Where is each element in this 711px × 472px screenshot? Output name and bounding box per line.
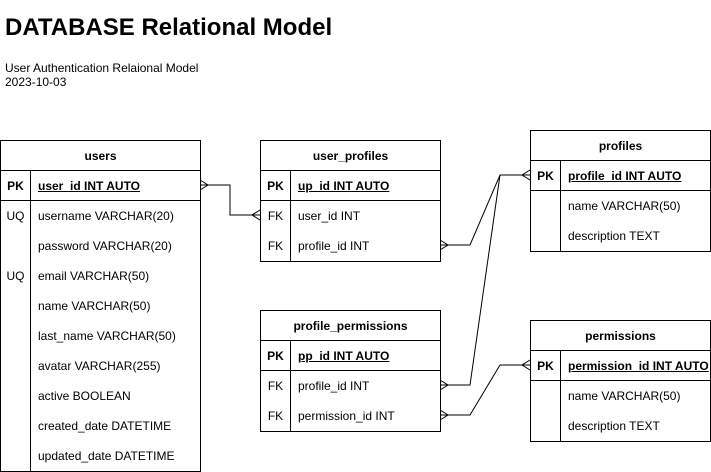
- relation-profile-permissions-profiles: [440, 174, 501, 386]
- field-cell: avatar VARCHAR(255): [38, 359, 161, 373]
- diagram-subtitle: User Authentication Relaional Model 2023…: [5, 61, 198, 89]
- table-row: name VARCHAR(50): [1, 291, 200, 321]
- key-cell: UQ: [1, 201, 31, 231]
- key-cell: FK: [261, 201, 291, 231]
- table-permissions[interactable]: permissions PK permission_id INT AUTO na…: [530, 320, 711, 442]
- key-cell: [531, 191, 561, 221]
- field-cell: user_id INT: [298, 209, 361, 223]
- diagram-title: DATABASE Relational Model: [5, 14, 333, 41]
- key-cell: PK: [261, 171, 291, 200]
- table-row: FK user_id INT: [261, 201, 440, 231]
- relation-user-profiles-profiles: [440, 174, 530, 246]
- field-cell: email VARCHAR(50): [38, 269, 150, 283]
- field-cell: profile_id INT: [298, 379, 370, 393]
- relation-profile-permissions-permissions: [440, 364, 530, 416]
- table-row: PK user_id INT AUTO: [1, 171, 200, 201]
- key-cell: [1, 381, 31, 411]
- key-cell: [1, 351, 31, 381]
- key-cell: [531, 221, 561, 251]
- table-row: last_name VARCHAR(50): [1, 321, 200, 351]
- crowfoot-profile-permissions-permission-end: [439, 409, 449, 421]
- field-cell: username VARCHAR(20): [38, 209, 174, 223]
- key-cell: [531, 381, 561, 411]
- key-cell: PK: [261, 341, 291, 370]
- table-profiles-header: profiles: [531, 131, 710, 161]
- table-row: PK up_id INT AUTO: [261, 171, 440, 201]
- table-users-header: users: [1, 141, 200, 171]
- table-row: FK profile_id INT: [261, 231, 440, 261]
- table-row: created_date DATETIME: [1, 411, 200, 441]
- key-cell: [531, 411, 561, 441]
- field-cell: up_id INT AUTO: [298, 178, 390, 193]
- table-row: PK profile_id INT AUTO: [531, 161, 710, 191]
- field-cell: profile_id INT AUTO: [568, 168, 682, 183]
- key-cell: PK: [531, 161, 561, 190]
- table-users[interactable]: users PK user_id INT AUTO UQ username VA…: [0, 140, 201, 472]
- field-cell: description TEXT: [568, 419, 660, 433]
- table-profiles[interactable]: profiles PK profile_id INT AUTO name VAR…: [530, 130, 711, 252]
- table-row: UQ email VARCHAR(50): [1, 261, 200, 291]
- table-profile-permissions[interactable]: profile_permissions PK pp_id INT AUTO FK…: [260, 310, 441, 432]
- subtitle-text: User Authentication Relaional Model: [5, 61, 199, 75]
- crowfoot-profiles-end: [521, 169, 531, 181]
- table-row: password VARCHAR(20): [1, 231, 200, 261]
- key-cell: FK: [261, 371, 291, 401]
- key-cell: PK: [1, 171, 31, 200]
- table-row: PK permission_id INT AUTO: [531, 351, 710, 381]
- key-cell: [1, 231, 31, 261]
- crowfoot-users-end: [199, 179, 209, 191]
- crowfoot-profile-permissions-profile-end: [439, 379, 449, 391]
- key-cell: [1, 411, 31, 441]
- table-row: description TEXT: [531, 221, 710, 251]
- crowfoot-user-profiles-profile-end: [439, 239, 449, 251]
- field-cell: permission_id INT: [298, 409, 395, 423]
- table-row: FK profile_id INT: [261, 371, 440, 401]
- table-row: PK pp_id INT AUTO: [261, 341, 440, 371]
- table-row: name VARCHAR(50): [531, 381, 710, 411]
- table-row: FK permission_id INT: [261, 401, 440, 431]
- key-cell: PK: [531, 351, 561, 380]
- table-row: updated_date DATETIME: [1, 441, 200, 471]
- table-user-profiles-header: user_profiles: [261, 141, 440, 171]
- diagram-date: 2023-10-03: [5, 75, 67, 89]
- table-row: description TEXT: [531, 411, 710, 441]
- table-row: avatar VARCHAR(255): [1, 351, 200, 381]
- field-cell: pp_id INT AUTO: [298, 348, 390, 363]
- field-cell: name VARCHAR(50): [568, 389, 681, 403]
- key-cell: [1, 321, 31, 351]
- field-cell: name VARCHAR(50): [568, 199, 681, 213]
- table-row: UQ username VARCHAR(20): [1, 201, 200, 231]
- key-cell: FK: [261, 231, 291, 261]
- crowfoot-permissions-end: [521, 359, 531, 371]
- table-row: active BOOLEAN: [1, 381, 200, 411]
- table-row: name VARCHAR(50): [531, 191, 710, 221]
- field-cell: profile_id INT: [298, 239, 370, 253]
- field-cell: created_date DATETIME: [38, 419, 172, 433]
- table-profile-permissions-header: profile_permissions: [261, 311, 440, 341]
- field-cell: updated_date DATETIME: [38, 449, 175, 463]
- table-user-profiles[interactable]: user_profiles PK up_id INT AUTO FK user_…: [260, 140, 441, 262]
- relation-users-user-profiles: [200, 184, 260, 216]
- field-cell: active BOOLEAN: [38, 389, 131, 403]
- crowfoot-user-profiles-end: [251, 209, 261, 221]
- field-cell: name VARCHAR(50): [38, 299, 151, 313]
- field-cell: description TEXT: [568, 229, 660, 243]
- field-cell: permission_id INT AUTO: [568, 358, 709, 373]
- field-cell: password VARCHAR(20): [38, 239, 172, 253]
- field-cell: user_id INT AUTO: [38, 178, 141, 193]
- table-permissions-header: permissions: [531, 321, 710, 351]
- key-cell: UQ: [1, 261, 31, 291]
- key-cell: FK: [261, 401, 291, 431]
- field-cell: last_name VARCHAR(50): [38, 329, 176, 343]
- key-cell: [1, 291, 31, 321]
- key-cell: [1, 441, 31, 471]
